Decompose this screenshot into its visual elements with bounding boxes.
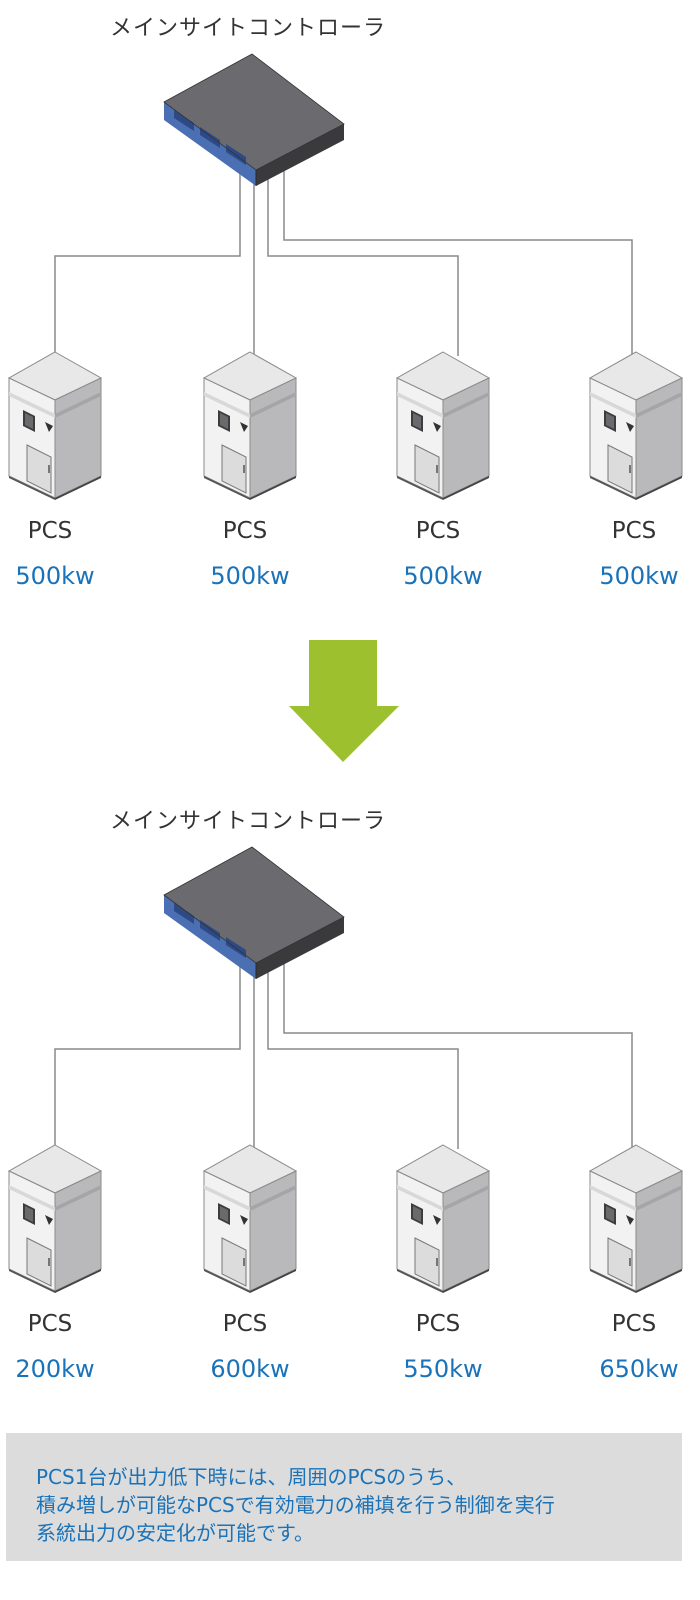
pcs-power: 550kw <box>403 1355 483 1383</box>
down-arrow-icon <box>289 640 399 762</box>
network-controller-icon <box>162 52 346 192</box>
pcs-cabinet-icon <box>586 1143 686 1293</box>
pcs-cabinet-icon <box>5 350 105 500</box>
wire-to-pcs-1 <box>54 170 241 356</box>
pcs-label: PCS <box>27 518 73 544</box>
network-controller-icon <box>162 845 346 985</box>
controller-title: メインサイトコントローラ <box>110 809 387 834</box>
connection-wires <box>54 168 633 356</box>
note-box: PCS1台が出力低下時には、周囲のPCSのうち、 積み増しが可能なPCSで有効電… <box>6 1433 682 1561</box>
pcs-power: 600kw <box>210 1355 290 1383</box>
note-line-2: 積み増しが可能なPCSで有効電力の補填を行う制御を実行 <box>36 1493 555 1517</box>
pcs-cabinet-icon <box>586 350 686 500</box>
pcs-cabinet-icon <box>5 1143 105 1293</box>
pcs-label: PCS <box>415 1311 461 1337</box>
pcs-label: PCS <box>611 1311 657 1337</box>
pcs-cabinet-icon <box>393 1143 493 1293</box>
pcs-power: 500kw <box>15 562 95 590</box>
pcs-power: 650kw <box>599 1355 679 1383</box>
pcs-label: PCS <box>222 1311 268 1337</box>
controller-title: メインサイトコントローラ <box>110 16 387 41</box>
diagram-before: メインサイトコントローラ PCS 500kw PCS 500kw PCS 500… <box>0 0 700 620</box>
pcs-cabinet-icon <box>200 350 300 500</box>
wire-to-pcs-4 <box>283 168 633 356</box>
pcs-power: 500kw <box>210 562 290 590</box>
note-line-1: PCS1台が出力低下時には、周囲のPCSのうち、 <box>36 1465 467 1489</box>
pcs-label: PCS <box>415 518 461 544</box>
pcs-power: 500kw <box>599 562 679 590</box>
connection-wires <box>54 961 633 1149</box>
pcs-cabinet-icon <box>200 1143 300 1293</box>
wire-to-pcs-4 <box>283 961 633 1149</box>
note-line-3: 系統出力の安定化が可能です。 <box>36 1521 314 1545</box>
pcs-power: 500kw <box>403 562 483 590</box>
pcs-label: PCS <box>611 518 657 544</box>
pcs-label: PCS <box>27 1311 73 1337</box>
wire-to-pcs-3 <box>267 174 459 356</box>
pcs-power: 200kw <box>15 1355 95 1383</box>
pcs-cabinet-icon <box>393 350 493 500</box>
diagram-after: メインサイトコントローラ PCS 200kw PCS 600kw PCS 550… <box>0 793 700 1413</box>
wire-to-pcs-3 <box>267 967 459 1149</box>
wire-to-pcs-1 <box>54 963 241 1149</box>
pcs-label: PCS <box>222 518 268 544</box>
